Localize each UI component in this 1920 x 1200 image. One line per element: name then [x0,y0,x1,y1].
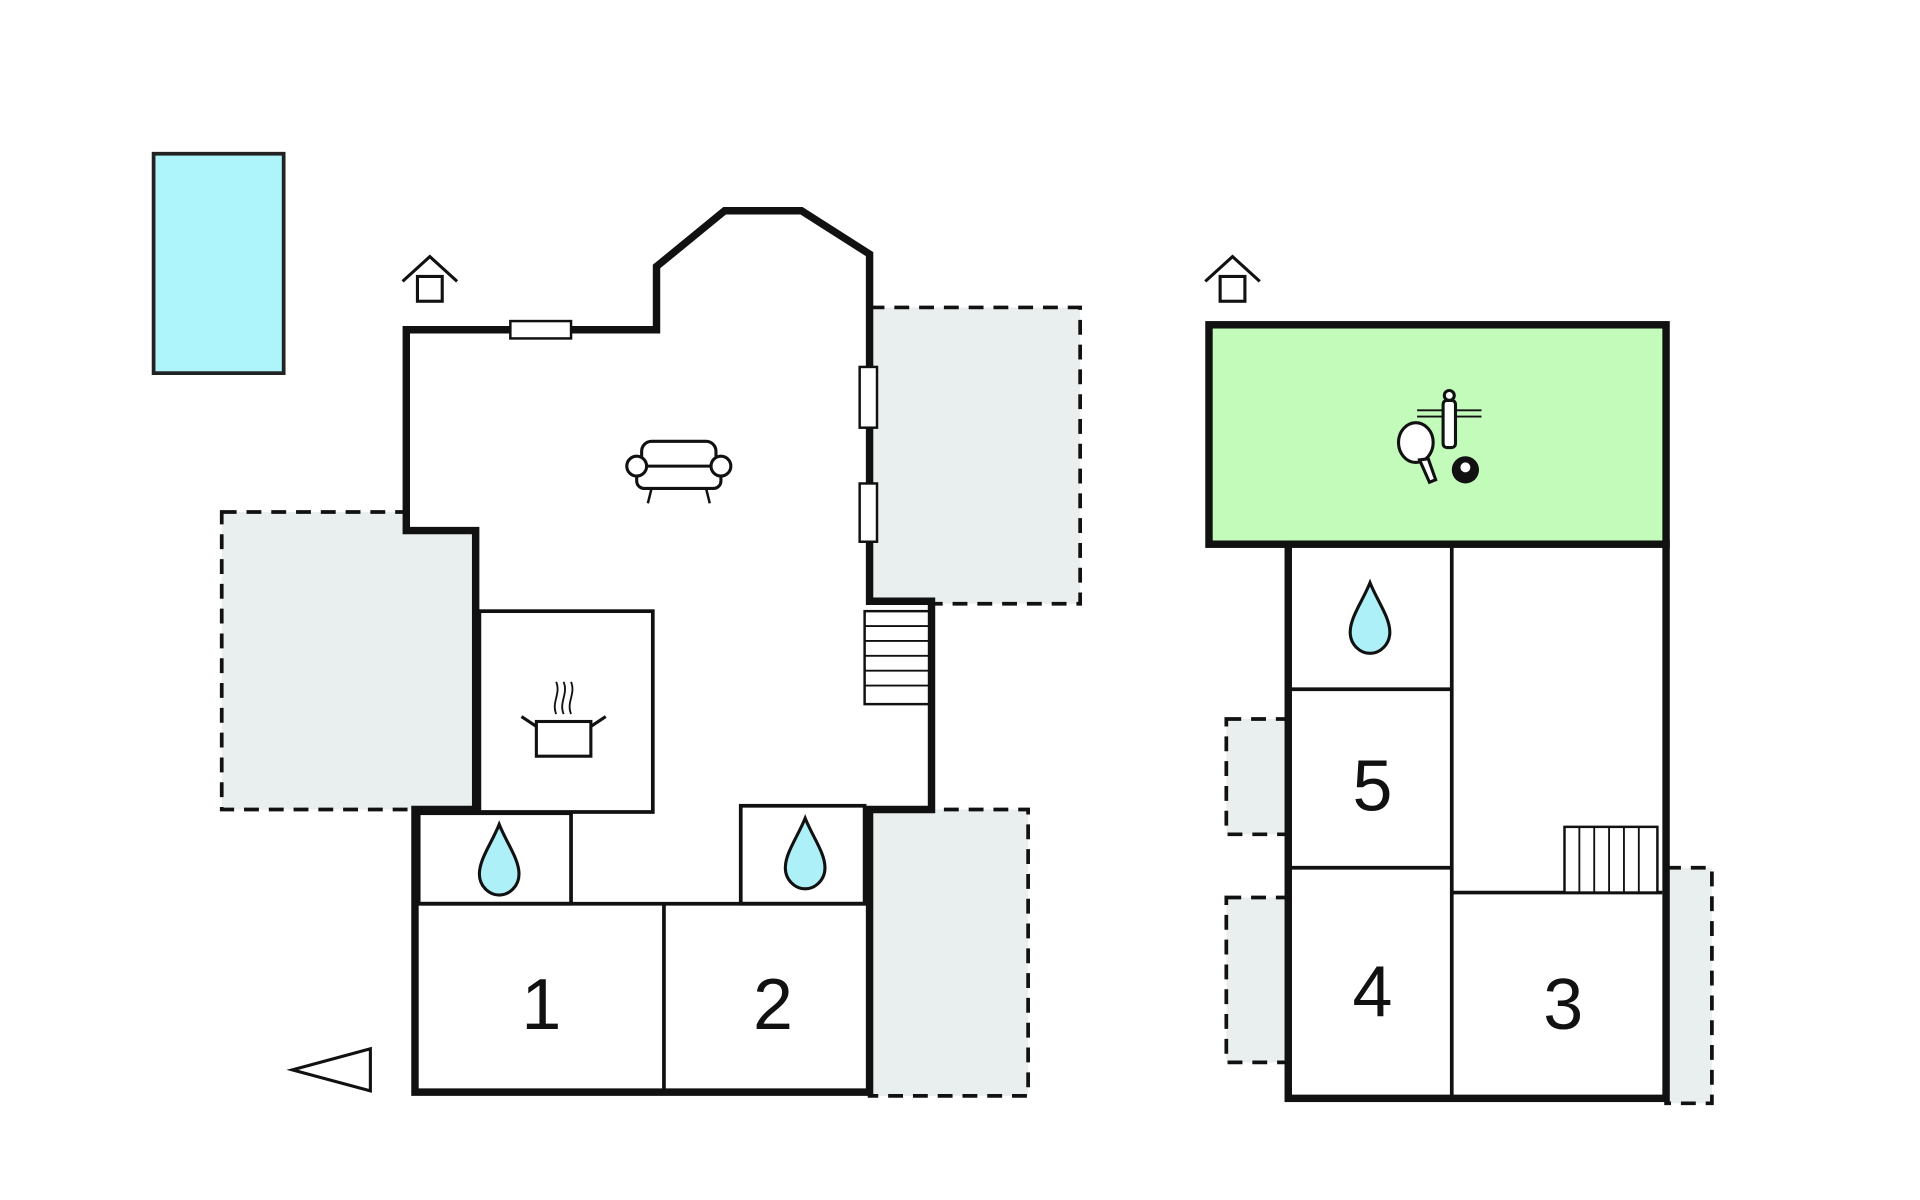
terrace [867,305,1083,606]
north-arrow-icon [286,1046,372,1093]
pool [151,151,286,375]
room-label: 1 [521,965,561,1045]
room-label: 3 [1543,965,1583,1045]
terrace [1224,895,1291,1065]
terrace [867,807,1030,1098]
terrace [1664,865,1714,1106]
terrace [1224,717,1291,837]
cooking-pot-icon [520,681,607,758]
room-label: 5 [1353,747,1393,827]
window [858,365,879,429]
terrace [219,510,478,812]
entrance-icon [401,255,459,303]
entrance-icon [1203,255,1262,303]
stairs [1563,825,1659,894]
room-label: 2 [753,965,793,1045]
window [509,319,573,340]
house-2-lower [1284,540,1670,1103]
stairs [863,609,931,706]
house-1-outline [402,207,936,1096]
room-label: 4 [1353,953,1393,1033]
games-icon [1396,388,1482,485]
games-room [1205,321,1670,548]
sofa-icon [625,439,733,504]
window [858,482,879,543]
